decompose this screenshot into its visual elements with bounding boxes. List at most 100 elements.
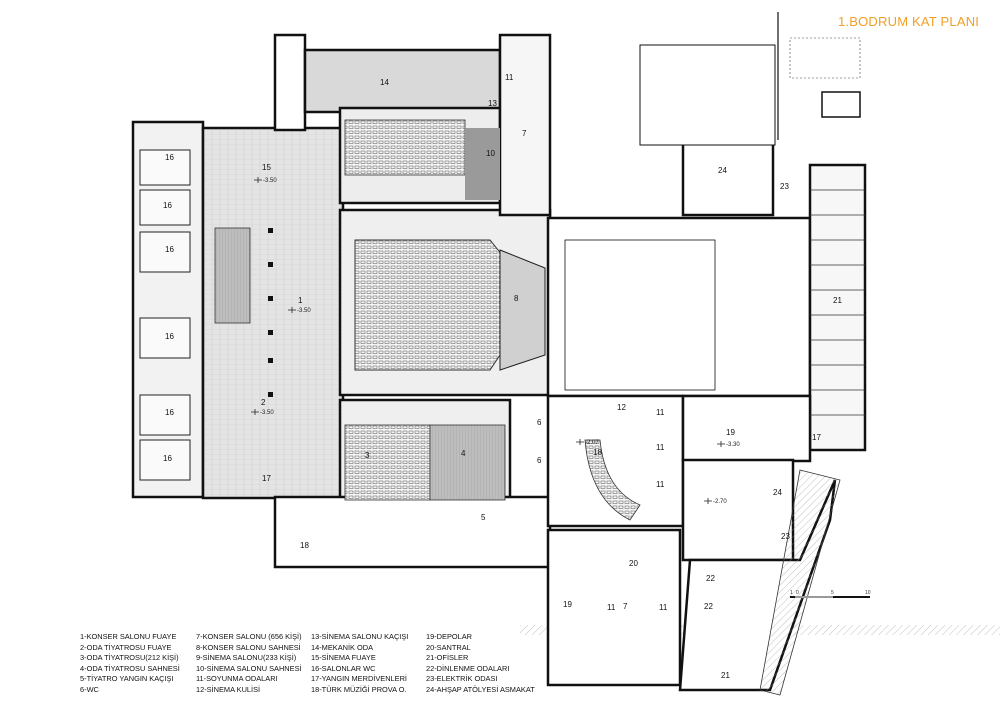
level-cross-icon (251, 409, 259, 415)
room-number: 5 (481, 513, 486, 522)
foyer-grand-stair (214, 227, 251, 324)
legend-column-4: 19-DEPOLAR 20-SANTRAL 21-OFİSLER 22-DİNL… (426, 632, 535, 696)
legend-column-1: 1-KONSER SALONU FUAYE 2-ODA TİYATROSU FU… (80, 632, 180, 696)
elevation-marker: -2.70 (704, 498, 727, 505)
legend-item: 6-WC (80, 684, 99, 694)
legend-item: 17-YANGIN MERDİVENLERİ (311, 674, 407, 684)
elevation-value: -3.50 (297, 308, 311, 314)
legend-item: 23-ELEKTRİK ODASI (426, 674, 498, 684)
elevation-marker: -3.50 (251, 409, 274, 416)
legend-item: 16-SALONLAR WC (311, 663, 376, 673)
legend-item: 18-TÜRK MÜZİĞİ PROVA O. (311, 684, 407, 694)
concert-hall-stage (499, 249, 546, 371)
legend-item: 3-ODA TİYATROSU(212 KİŞİ) (80, 653, 179, 663)
room-number: 23 (781, 532, 790, 541)
scale-bar: 1 0 5 10 (790, 590, 871, 598)
concert-hall-seating (354, 239, 511, 371)
room-number: 4 (461, 449, 466, 458)
elevation-value: -2.70 (713, 499, 727, 505)
room-number: 11 (656, 408, 665, 417)
room-number: 11 (656, 443, 665, 452)
room-number: 19 (563, 600, 572, 609)
room-number: 17 (812, 433, 821, 442)
room-number: 12 (617, 403, 626, 412)
room-number: 24 (718, 166, 727, 175)
legend-item: 11-SOYUNMA ODALARI (196, 674, 278, 684)
legend-item: 14-MEKANİK ODA (311, 642, 374, 652)
room-number: 3 (365, 451, 370, 460)
room-number: 16 (163, 201, 172, 210)
legend-item: 19-DEPOLAR (426, 632, 473, 641)
scale-label: 0 (796, 590, 799, 596)
room-number: 13 (488, 99, 497, 108)
legend-item: 4-ODA TİYATROSU SAHNESİ (80, 663, 180, 673)
elevation-value: -3.30 (726, 442, 740, 448)
room-number: 10 (486, 149, 495, 158)
legend-item: 7-KONSER SALONU (656 KİŞİ) (196, 632, 302, 641)
level-cross-icon (717, 441, 725, 447)
columns (268, 228, 273, 397)
legend-item: 15-SİNEMA FUAYE (311, 653, 376, 663)
room-number: 16 (165, 408, 174, 417)
legend-column-3: 13-SİNEMA SALONU KAÇIŞI 14-MEKANİK ODA 1… (311, 632, 408, 696)
theatre-seating (344, 424, 431, 501)
room-number: 7 (522, 129, 527, 138)
legend-item: 5-TİYATRO YANGIN KAÇIŞI (80, 674, 174, 684)
wc-cells (139, 149, 191, 481)
ramp (759, 469, 841, 696)
room-number: 22 (704, 602, 713, 611)
room-number: 19 (726, 428, 735, 437)
room-number: 11 (659, 603, 668, 612)
legend-item: 24-AHŞAP ATÖLYESİ ASMAKAT (426, 684, 535, 694)
legend-item: 12-SİNEMA KULİSİ (196, 684, 261, 694)
cinema-stage (465, 128, 500, 200)
legend-item: 22-DİNLENME ODALARI (426, 663, 510, 673)
room-number: 1 (298, 296, 303, 305)
elevation-value: -3.50 (263, 178, 277, 184)
level-cross-icon (288, 307, 296, 313)
room-number: 16 (165, 153, 174, 162)
legend-item: 13-SİNEMA SALONU KAÇIŞI (311, 632, 409, 641)
plan-title: 1.BODRUM KAT PLANI (838, 14, 980, 29)
elevation-marker: -2.07 (576, 439, 599, 446)
room-number: 23 (780, 182, 789, 191)
room-number: 21 (833, 296, 842, 305)
room-number: 8 (514, 294, 519, 303)
legend-item: 20-SANTRAL (426, 642, 471, 652)
legend-item: 1-KONSER SALONU FUAYE (80, 632, 177, 641)
cinema-seating (344, 119, 466, 176)
room-number: 18 (593, 448, 602, 457)
office-cells (810, 189, 865, 416)
room-number: 7 (623, 602, 628, 611)
level-cross-icon (576, 439, 584, 445)
outline-box (821, 91, 861, 118)
theatre-stage (429, 424, 506, 501)
elevation-marker: -3.30 (717, 441, 740, 448)
outline-top-right (789, 37, 861, 79)
scale-label: 10 (865, 590, 871, 596)
level-cross-icon (704, 498, 712, 504)
room-number: 11 (607, 603, 616, 612)
legend-item: 21-OFİSLER (426, 653, 469, 663)
level-cross-icon (254, 177, 262, 183)
elevation-value: -3.50 (260, 410, 274, 416)
room-number: 16 (163, 454, 172, 463)
room-number: 16 (165, 332, 174, 341)
room-number: 15 (262, 163, 271, 172)
legend-item: 8-KONSER SALONU SAHNESİ (196, 642, 301, 652)
elevation-marker: -3.50 (254, 177, 277, 184)
room-number: 6 (537, 418, 542, 427)
room-number: 17 (262, 474, 271, 483)
room-number: 14 (380, 78, 389, 87)
elevation-marker: -3.50 (288, 307, 311, 314)
scale-label: 5 (831, 590, 834, 596)
east-block (546, 44, 867, 692)
room-number: 6 (537, 456, 542, 465)
elevation-markers: -3.50 -3.50 -3.50 -2.07 -3.30 -2.70 (251, 177, 740, 505)
room-number: 11 (656, 480, 665, 489)
scale-label: 1 (790, 590, 793, 596)
room-number: 20 (629, 559, 638, 568)
elevation-value: -2.07 (585, 440, 599, 446)
